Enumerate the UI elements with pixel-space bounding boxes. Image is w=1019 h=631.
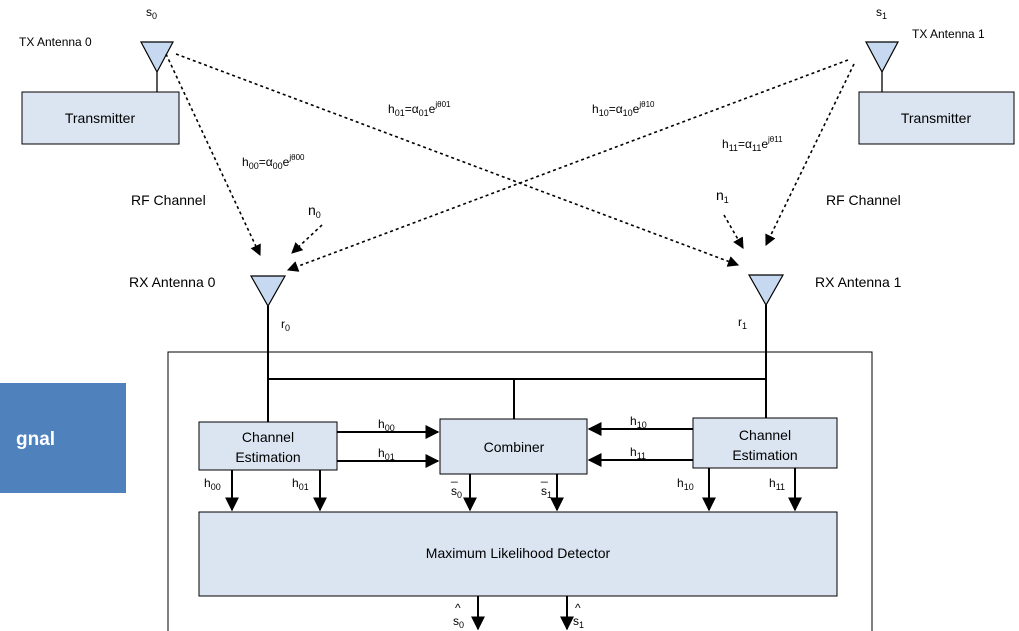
- h10-detector-label: h10: [677, 476, 694, 492]
- rx1-label: RX Antenna 1: [815, 274, 902, 290]
- channel-estimation-right-line1: Channel: [739, 427, 791, 443]
- h01-label: h01=α01ejθ01: [388, 100, 451, 118]
- rx0-antenna-icon: [249, 275, 287, 308]
- noise1-arrow: [723, 214, 744, 249]
- noise1-label: n1: [716, 187, 729, 205]
- path-h11: [765, 63, 855, 247]
- rx0-label: RX Antenna 0: [129, 274, 216, 290]
- s0-bar-mark: _: [450, 469, 458, 483]
- s1-hat-mark: ^: [575, 601, 581, 615]
- rf-channel-right-label: RF Channel: [826, 192, 901, 208]
- rx0-signal: r0: [281, 317, 290, 333]
- h00-label: h00=α00ejθ00: [242, 153, 305, 171]
- noise0-label: n0: [308, 202, 321, 220]
- rf-channel-left-label: RF Channel: [131, 192, 206, 208]
- h10-label: h10=α10ejθ10: [592, 100, 655, 118]
- tx1-transmitter-label: Transmitter: [901, 110, 972, 126]
- tx1-antenna-icon: [865, 41, 899, 74]
- path-h01: [175, 53, 740, 267]
- side-panel: [0, 383, 126, 493]
- path-h00: [165, 53, 261, 257]
- tx0-antenna-icon: [140, 41, 174, 74]
- side-panel-text: gnal: [16, 429, 55, 450]
- h11-detector-label: h11: [769, 476, 785, 492]
- s0-combiner-label: s0: [451, 484, 462, 500]
- h10-combiner-label: h10: [630, 414, 647, 430]
- h00-combiner-label: h00: [378, 417, 395, 433]
- combiner-box: [439, 418, 588, 475]
- s0-hat-label: s0: [453, 614, 464, 630]
- s1-bar-mark: _: [540, 469, 548, 483]
- h01-detector-label: h01: [292, 476, 309, 492]
- ml-detector-box: [198, 511, 838, 597]
- h11-combiner-label: h11: [630, 445, 646, 461]
- tx0-label: TX Antenna 0: [19, 35, 92, 49]
- s0-hat-mark: ^: [455, 601, 461, 615]
- tx0-transmitter-label: Transmitter: [65, 110, 136, 126]
- h11-label: h11=α11ejθ11: [722, 135, 783, 153]
- channel-estimation-left-line2: Estimation: [235, 449, 300, 465]
- noise0-arrow: [291, 224, 323, 254]
- combiner-label: Combiner: [484, 439, 545, 455]
- rx1-signal: r1: [738, 315, 747, 331]
- s1-hat-label: s1: [573, 614, 584, 630]
- tx0-transmitter-box: [21, 91, 180, 145]
- ml-detector-label: Maximum Likelihood Detector: [426, 545, 611, 561]
- s1-combiner-label: s1: [541, 484, 552, 500]
- h01-combiner-label: h01: [378, 446, 395, 462]
- tx1-label: TX Antenna 1: [912, 27, 985, 41]
- rx1-antenna-icon: [747, 274, 785, 307]
- channel-estimation-left-line1: Channel: [242, 429, 294, 445]
- channel-estimation-right-box: [692, 417, 838, 469]
- channel-estimation-left-box: [198, 421, 338, 471]
- h00-detector-label: h00: [204, 476, 221, 492]
- tx0-signal: s0: [146, 5, 157, 21]
- tx1-signal: s1: [876, 5, 887, 21]
- tx1-transmitter-box: [858, 91, 1015, 145]
- path-h10: [286, 59, 849, 272]
- channel-estimation-right-line2: Estimation: [732, 447, 797, 463]
